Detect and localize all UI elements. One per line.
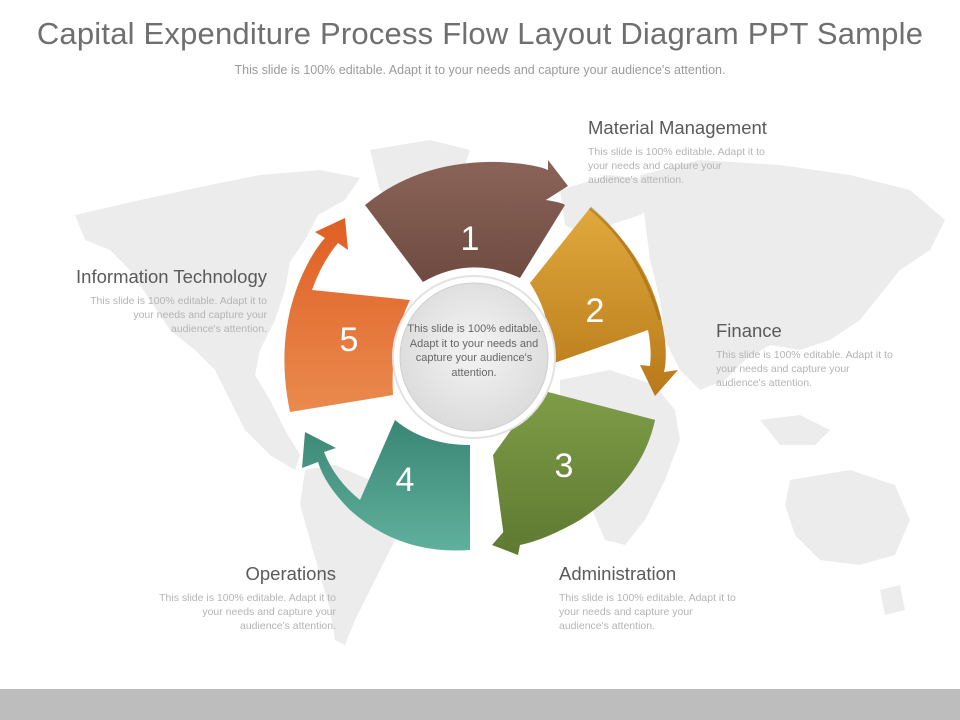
segment-1 [365, 160, 568, 282]
label-description: This slide is 100% editable. Adapt it to… [588, 146, 765, 186]
segment-2 [530, 206, 678, 396]
center-description: This slide is 100% editable. Adapt it to… [407, 323, 541, 379]
label-description: This slide is 100% editable. Adapt it to… [90, 295, 267, 335]
segment-number-1: 1 [461, 220, 480, 258]
segment-number-2: 2 [586, 292, 605, 330]
center-circle [399, 282, 549, 432]
label-description: This slide is 100% editable. Adapt it to… [716, 349, 893, 389]
label-heading: Operations [245, 563, 337, 584]
label-heading: Material Management [588, 117, 767, 138]
label-heading: Information Technology [76, 266, 267, 287]
page-subtitle: This slide is 100% editable. Adapt it to… [234, 63, 726, 77]
footer-bar [0, 689, 960, 720]
label-heading: Finance [716, 320, 782, 341]
label-information-technology: Information Technology This slide is 100… [45, 266, 267, 336]
segment-3 [492, 390, 655, 555]
segment-number-5: 5 [340, 321, 359, 359]
label-heading: Administration [559, 563, 677, 584]
label-material-management: Material Management This slide is 100% e… [588, 117, 788, 187]
label-description: This slide is 100% editable. Adapt it to… [559, 592, 736, 632]
segment-number-3: 3 [555, 447, 574, 485]
label-operations: Operations This slide is 100% editable. … [150, 563, 336, 633]
segment-5 [284, 218, 410, 412]
segment-4 [302, 420, 470, 551]
label-description: This slide is 100% editable. Adapt it to… [159, 592, 336, 632]
label-administration: Administration This slide is 100% editab… [559, 563, 749, 633]
page-title: Capital Expenditure Process Flow Layout … [36, 16, 924, 51]
label-finance: Finance This slide is 100% editable. Ada… [716, 320, 906, 390]
segment-number-4: 4 [396, 461, 415, 499]
